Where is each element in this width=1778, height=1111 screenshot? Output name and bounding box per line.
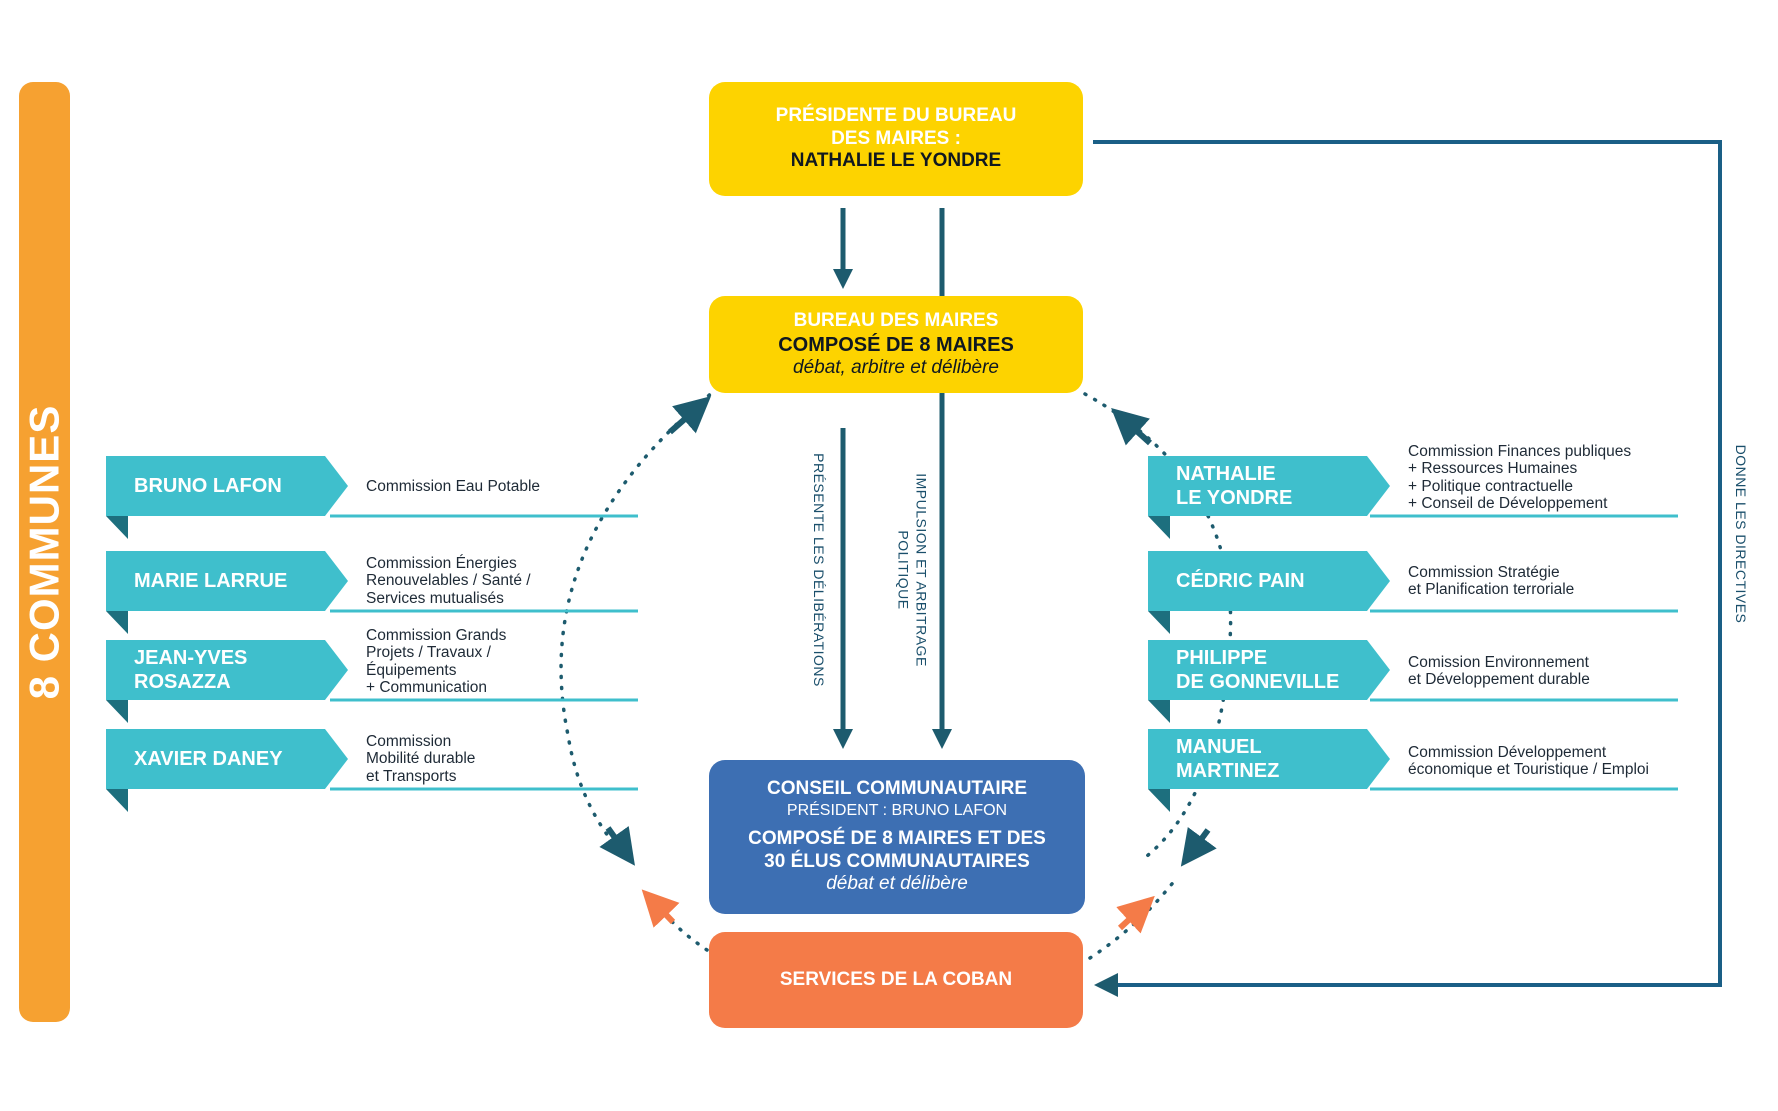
member-name-bruno-lafon: BRUNO LAFON — [134, 475, 282, 497]
president-title-line1: PRÉSIDENTE DU BUREAU — [775, 104, 1017, 126]
commission-marie-larrue: Commission Énergies Renouvelables / Sant… — [366, 555, 531, 607]
conseil-president: PRÉSIDENT : BRUNO LAFON — [786, 801, 1008, 819]
president-box: PRÉSIDENTE DU BUREAU DES MAIRES : NATHAL… — [709, 82, 1083, 196]
label-directives-wrap: DONNE LES DIRECTIVES — [1733, 445, 1749, 624]
commission-jean-yves-rosazza: Commission Grands Projets / Travaux / Éq… — [366, 627, 507, 697]
member-name-marie-larrue: MARIE LARRUE — [134, 570, 288, 592]
member-name-philippe-de-gonneville: PHILIPPE DE GONNEVILLE — [1176, 647, 1340, 693]
commission-bruno-lafon: Commission Eau Potable — [366, 478, 541, 495]
member-name-nathalie-le-yondre: NATHALIE LE YONDRE — [1176, 463, 1293, 509]
member-name-cedric-pain: CÉDRIC PAIN — [1176, 570, 1305, 592]
member-ribbon-cedric-pain — [1148, 551, 1390, 611]
orange-arrow-right — [1116, 895, 1155, 934]
president-name: NATHALIE LE YONDRE — [790, 150, 1002, 172]
bureau-composition: COMPOSÉ DE 8 MAIRES — [778, 333, 1014, 356]
conseil-role: débat et délibère — [826, 873, 968, 895]
conseil-composition-line2: 30 ÉLUS COMMUNAUTAIRES — [764, 850, 1030, 872]
member-ribbon-philippe-de-gonneville — [1148, 640, 1390, 700]
member-ribbon-jean-yves-rosazza — [106, 640, 348, 700]
label-presente-wrap: PRÉSENTE LES DÉLIBÉRATIONS — [811, 453, 827, 687]
services-title: SERVICES DE LA COBAN — [779, 968, 1013, 990]
dotted-arc-left — [559, 386, 720, 862]
arrow-right-up — [1111, 407, 1153, 446]
conseil-composition-line1: COMPOSÉ DE 8 MAIRES ET DES — [748, 827, 1046, 849]
label-impulsion-wrap: IMPULSION ET ARBITRAGE POLITIQUE — [896, 460, 930, 667]
member-name-xavier-daney: XAVIER DANEY — [134, 748, 283, 770]
member-ribbon-manuel-martinez — [1148, 729, 1390, 789]
label-directives: DONNE LES DIRECTIVES — [1732, 444, 1749, 624]
bureau-box: BUREAU DES MAIRES COMPOSÉ DE 8 MAIRES dé… — [709, 296, 1083, 393]
member-ribbon-marie-larrue — [106, 551, 348, 611]
member-ribbon-xavier-daney — [106, 729, 348, 789]
dotted-arc-bottom-right — [1088, 878, 1177, 960]
commission-cedric-pain: Commission Stratégie et Planification te… — [1408, 564, 1575, 599]
commission-xavier-daney: Commission Mobilité durable et Transport… — [366, 733, 476, 785]
conseil-title: CONSEIL COMMUNAUTAIRE — [766, 777, 1028, 799]
services-box: SERVICES DE LA COBAN — [709, 932, 1083, 1028]
communes-bar — [19, 82, 70, 1022]
member-name-jean-yves-rosazza: JEAN-YVES ROSAZZA — [134, 647, 248, 693]
commission-nathalie-le-yondre: Commission Finances publiques + Ressourc… — [1408, 443, 1632, 513]
commission-manuel-martinez: Commission Développement économique et T… — [1408, 744, 1649, 779]
arrow-directives — [1093, 140, 1722, 997]
member-ribbon-nathalie-le-yondre — [1148, 456, 1390, 516]
arrow-left-down — [599, 826, 635, 866]
bureau-role: débat, arbitre et délibère — [793, 356, 999, 378]
president-title-line2: DES MAIRES : — [831, 127, 961, 149]
arrow-right-down — [1180, 827, 1217, 867]
commission-philippe-de-gonneville: Comission Environnement et Développement… — [1408, 654, 1590, 689]
communes-label-wrap: 8 COMMUNES — [19, 82, 70, 1022]
orange-arrow-left — [641, 889, 680, 928]
member-ribbon-bruno-lafon — [106, 456, 348, 516]
communes-label: 8 COMMUNES — [20, 404, 68, 700]
conseil-box: CONSEIL COMMUNAUTAIRE PRÉSIDENT : BRUNO … — [709, 760, 1085, 914]
label-impulsion: IMPULSION ET ARBITRAGE POLITIQUE — [896, 473, 930, 667]
label-presente: PRÉSENTE LES DÉLIBÉRATIONS — [810, 453, 827, 687]
arrow-left-up — [668, 396, 712, 435]
member-name-manuel-martinez: MANUEL MARTINEZ — [1176, 736, 1280, 782]
bureau-title: BUREAU DES MAIRES — [793, 309, 999, 331]
